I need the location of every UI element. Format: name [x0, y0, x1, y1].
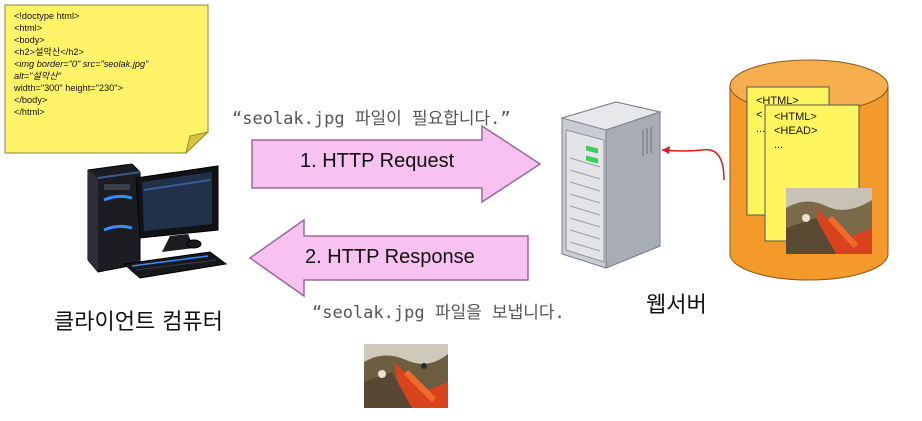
html-line: <html>: [14, 23, 43, 33]
back-doc-text: <HTML> < ...: [756, 94, 799, 136]
html-line: </body>: [14, 95, 48, 105]
doc-line: ...: [774, 139, 784, 151]
web-server-icon: [560, 101, 662, 269]
doc-line: <HEAD>: [774, 125, 818, 137]
client-computer-icon: [87, 163, 228, 279]
html-line: <!doctype html>: [14, 11, 80, 21]
storage-link-arrow: [661, 146, 725, 181]
doc-line: <HTML>: [756, 95, 799, 107]
request-quote: “seolak.jpg 파일이 필요합니다.”: [232, 109, 511, 129]
doc-line: <: [756, 109, 763, 121]
html-source-note: [4, 4, 209, 154]
http-request-arrow: [251, 124, 542, 204]
doc-line: ...: [756, 123, 766, 135]
html-line: <h2>설악산</h2>: [14, 47, 84, 57]
client-computer-label: 클라이언트 컴퓨터: [54, 310, 223, 335]
html-source-text: <!doctype html> <html> <body> <h2>설악산</h…: [14, 10, 199, 118]
response-quote: “seolak.jpg 파일을 보냅니다.: [312, 303, 565, 323]
seolak-photo-stored: [786, 188, 872, 254]
html-line: width="300" height="230">: [14, 83, 123, 93]
http-request-label: 1. HTTP Request: [300, 150, 455, 172]
html-line: <img border="0" src="seolak.jpg": [14, 59, 149, 69]
front-doc-text: <HTML> <HEAD> ...: [774, 110, 817, 152]
html-line: <body>: [14, 35, 45, 45]
html-line: </html>: [14, 107, 45, 117]
http-response-label: 2. HTTP Response: [305, 246, 475, 268]
html-line: alt="설악산": [14, 71, 61, 81]
seolak-photo-sent: [364, 344, 448, 408]
doc-line: <HTML>: [774, 111, 817, 123]
http-response-arrow: [248, 218, 529, 298]
web-server-label: 웹서버: [646, 293, 707, 318]
